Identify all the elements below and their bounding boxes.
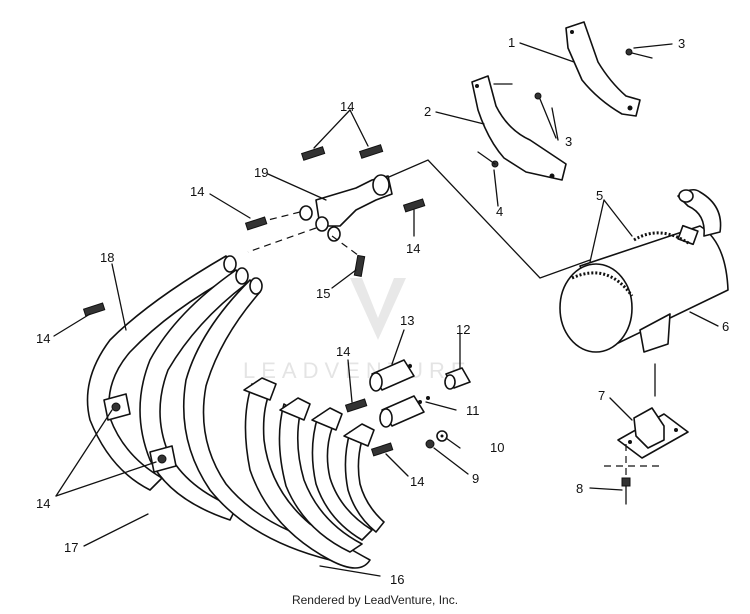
callout-17: 17 xyxy=(64,540,78,555)
leader-connection xyxy=(381,159,591,279)
callout-5: 5 xyxy=(596,188,603,203)
washer-10 xyxy=(436,430,448,442)
leader-lines xyxy=(53,42,719,577)
callout-14-c: 14 xyxy=(406,241,420,256)
spring-15 xyxy=(353,254,366,277)
callout-14-e: 14 xyxy=(336,344,350,359)
leadventure-watermark: LEADVENTURE xyxy=(243,278,472,383)
muffler-bands xyxy=(571,231,691,297)
svg-text:LEADVENTURE: LEADVENTURE xyxy=(243,358,472,383)
callout-19: 19 xyxy=(254,165,268,180)
bracket-upper xyxy=(565,21,641,117)
spring-14-d xyxy=(402,198,426,213)
callout-18: 18 xyxy=(100,250,114,265)
callout-14-d: 14 xyxy=(36,331,50,346)
callout-11: 11 xyxy=(466,403,480,418)
callout-12: 12 xyxy=(456,322,470,337)
callout-3-upper: 3 xyxy=(678,36,685,51)
coupler-11 xyxy=(379,395,430,428)
callout-1: 1 xyxy=(508,35,515,50)
callout-6: 6 xyxy=(722,319,729,334)
callout-9: 9 xyxy=(472,471,479,486)
callout-7: 7 xyxy=(598,388,605,403)
callout-4: 4 xyxy=(496,204,503,219)
screw-3-upper xyxy=(625,48,653,59)
screw-4 xyxy=(477,151,499,168)
bolt-8 xyxy=(621,477,631,505)
rendered-by-footer: Rendered by LeadVenture, Inc. xyxy=(291,593,459,607)
callout-14-f: 14 xyxy=(410,474,424,489)
callout-3-lower: 3 xyxy=(565,134,572,149)
muffler-mount xyxy=(604,363,689,478)
spring-14-e xyxy=(82,302,106,317)
screw-3-lower xyxy=(534,92,557,139)
callout-numbers: 1 2 3 3 4 5 6 7 8 9 10 11 12 13 14 14 14… xyxy=(36,35,729,587)
nut-9 xyxy=(425,439,435,449)
y-pipe xyxy=(247,174,393,259)
callout-16: 16 xyxy=(390,572,404,587)
callout-14-a: 14 xyxy=(340,99,354,114)
spring-14-f xyxy=(344,398,368,413)
callout-10: 10 xyxy=(490,440,504,455)
spring-14-c xyxy=(244,216,268,231)
spring-14-a xyxy=(300,146,326,161)
bracket-lower xyxy=(471,75,567,181)
callout-13: 13 xyxy=(400,313,414,328)
spring-14-g xyxy=(370,442,394,457)
coupler-13 xyxy=(369,359,415,392)
header-pipes xyxy=(243,377,385,569)
callout-2: 2 xyxy=(424,104,431,119)
muffler xyxy=(559,188,729,353)
callout-14-g: 14 xyxy=(36,496,50,511)
spring-14-b xyxy=(358,144,384,159)
callout-8: 8 xyxy=(576,481,583,496)
cap-12 xyxy=(444,367,471,390)
callout-14-b: 14 xyxy=(190,184,204,199)
callout-15: 15 xyxy=(316,286,330,301)
